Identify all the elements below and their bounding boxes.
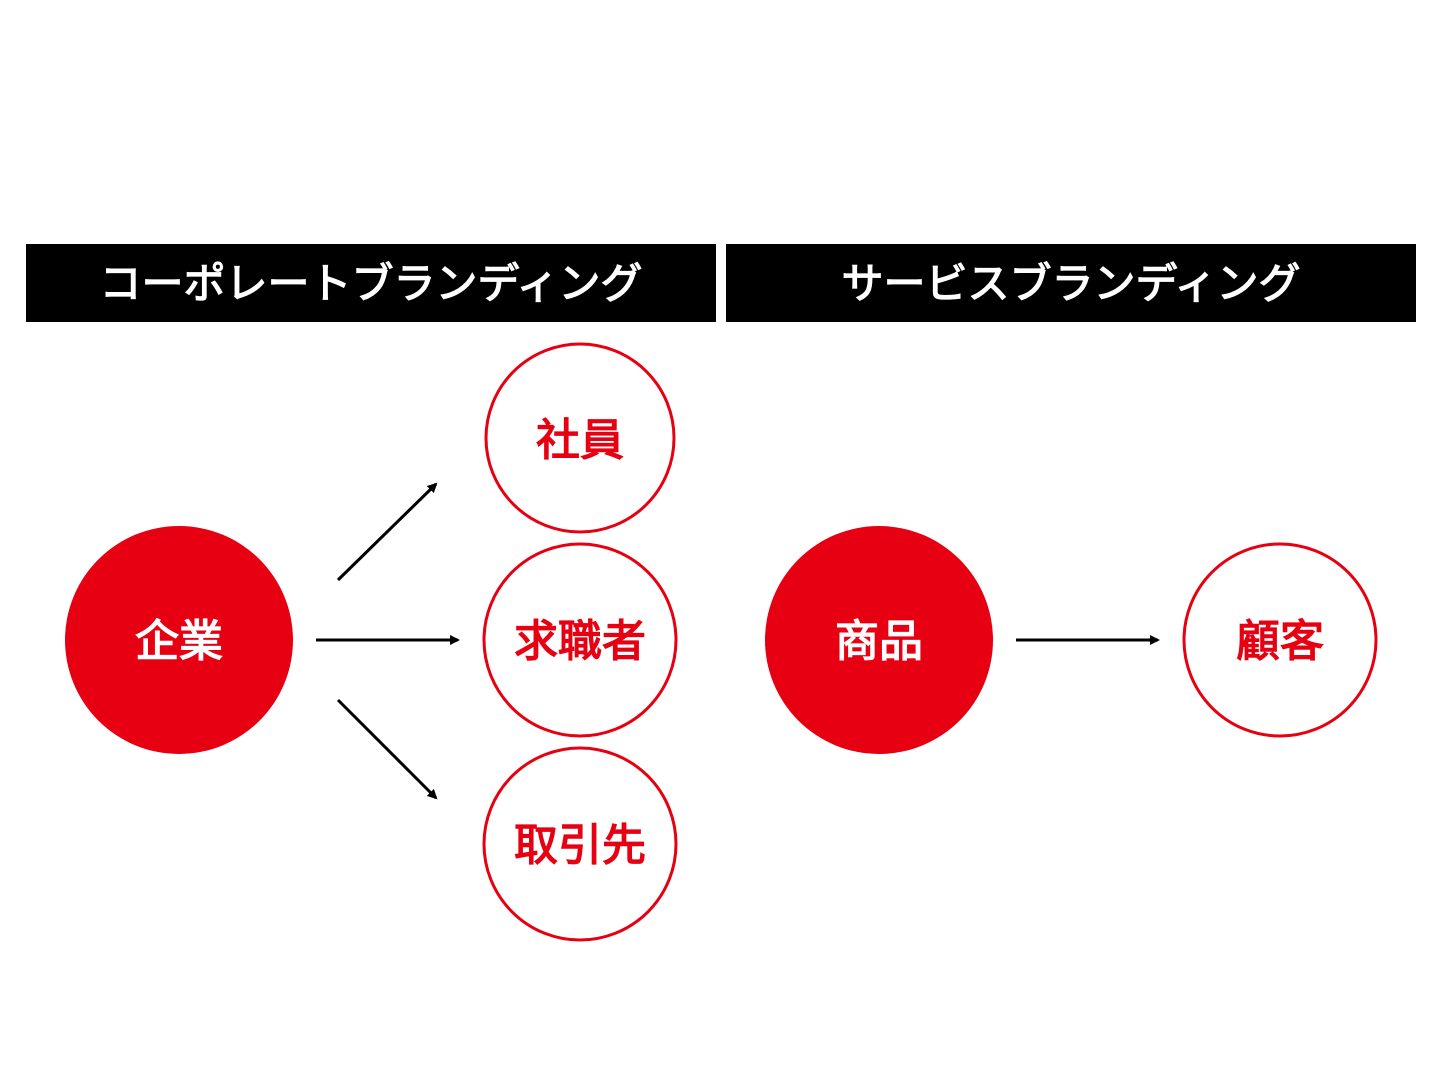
service-branding-title: サービスブランディング [841,259,1300,308]
corporate-branding-title: コーポレートブランディング [99,259,642,308]
job-seekers-label: 求職者 [514,616,646,667]
arrow-to-employees [336,482,438,582]
partners-node: 取引先 [482,746,678,942]
employees-label: 社員 [536,415,624,466]
arrow-to-partners [336,698,438,800]
job-seekers-node: 求職者 [482,542,678,738]
customers-label: 顧客 [1236,616,1324,667]
corporate-branding-header: コーポレートブランディング [26,244,716,322]
product-node: 商品 [765,526,993,754]
company-label: 企業 [135,616,223,667]
arrows-corporate [316,482,460,800]
product-label: 商品 [835,616,923,667]
service-branding-header: サービスブランディング [726,244,1416,322]
partners-label: 取引先 [514,820,646,871]
company-node: 企業 [65,526,293,754]
customers-node: 顧客 [1182,542,1378,738]
employees-node: 社員 [484,342,676,534]
